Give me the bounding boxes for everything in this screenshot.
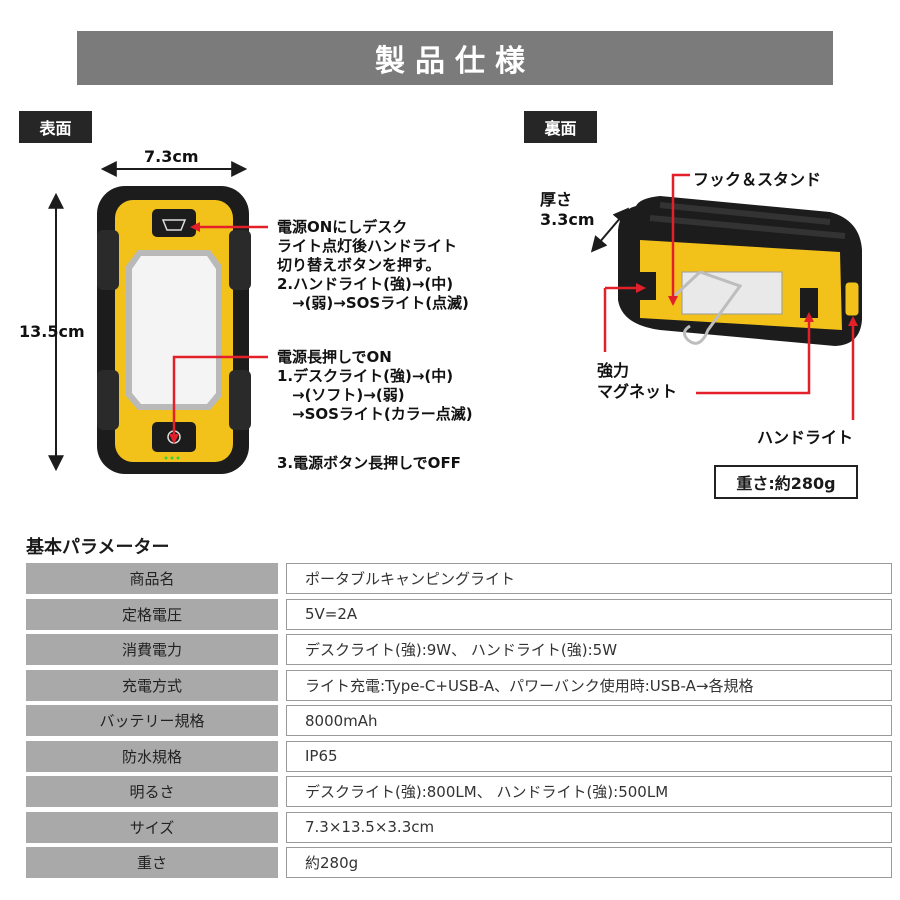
note-top-button: 電源ONにしデスク ライト点灯後ハンドライト 切り替えボタンを押す。 2.ハンド… xyxy=(277,218,469,312)
param-key: 明るさ xyxy=(26,776,278,807)
param-value: ライト充電:Type-C+USB-A、パワーバンク使用時:USB-A→各規格 xyxy=(286,669,892,701)
hook-stand-label: フック＆スタンド xyxy=(693,170,822,189)
width-label: 7.3cm xyxy=(144,147,199,166)
param-value: 約280g xyxy=(286,847,892,878)
param-key: バッテリー規格 xyxy=(26,705,278,736)
weight-badge: 重さ:約280g xyxy=(714,465,858,499)
section-title: 製品仕様 xyxy=(77,31,833,85)
param-key: サイズ xyxy=(26,811,278,843)
param-value: デスクライト(強):9W、 ハンドライト(強):5W xyxy=(286,634,892,665)
table-row: 明るさデスクライト(強):800LM、 ハンドライト(強):500LM xyxy=(26,776,892,807)
thickness-label: 厚さ 3.3cm xyxy=(540,190,595,229)
note-power-off: 3.電源ボタン長押しでOFF xyxy=(277,454,461,472)
back-tag: 裏面 xyxy=(524,111,597,143)
param-key: 防水規格 xyxy=(26,740,278,772)
param-value: 7.3×13.5×3.3cm xyxy=(286,811,892,843)
param-key: 商品名 xyxy=(26,563,278,594)
table-row: 商品名ポータブルキャンピングライト xyxy=(26,563,892,594)
table-row: バッテリー規格 8000mAh xyxy=(26,705,892,736)
param-key: 重さ xyxy=(26,847,278,878)
table-row: 充電方式ライト充電:Type-C+USB-A、パワーバンク使用時:USB-A→各… xyxy=(26,669,892,701)
hand-light-label: ハンドライト xyxy=(757,428,854,447)
param-value: IP65 xyxy=(286,740,892,772)
params-title: 基本パラメーター xyxy=(26,537,170,558)
param-value: 5V=2A xyxy=(286,598,892,630)
param-key: 充電方式 xyxy=(26,669,278,701)
note-power-button: 電源長押しでON 1.デスクライト(強)→(中) →(ソフト)→(弱) →SOS… xyxy=(277,348,473,423)
table-row: 消費電力デスクライト(強):9W、 ハンドライト(強):5W xyxy=(26,634,892,665)
param-key: 定格電圧 xyxy=(26,598,278,630)
height-label: 13.5cm xyxy=(19,322,85,341)
table-row: 重さ約280g xyxy=(26,847,892,878)
magnet-label: 強力 マグネット xyxy=(597,361,678,401)
front-tag: 表面 xyxy=(19,111,92,143)
param-value: ポータブルキャンピングライト xyxy=(286,563,892,594)
param-key: 消費電力 xyxy=(26,634,278,665)
param-value: デスクライト(強):800LM、 ハンドライト(強):500LM xyxy=(286,776,892,807)
param-value: 8000mAh xyxy=(286,705,892,736)
